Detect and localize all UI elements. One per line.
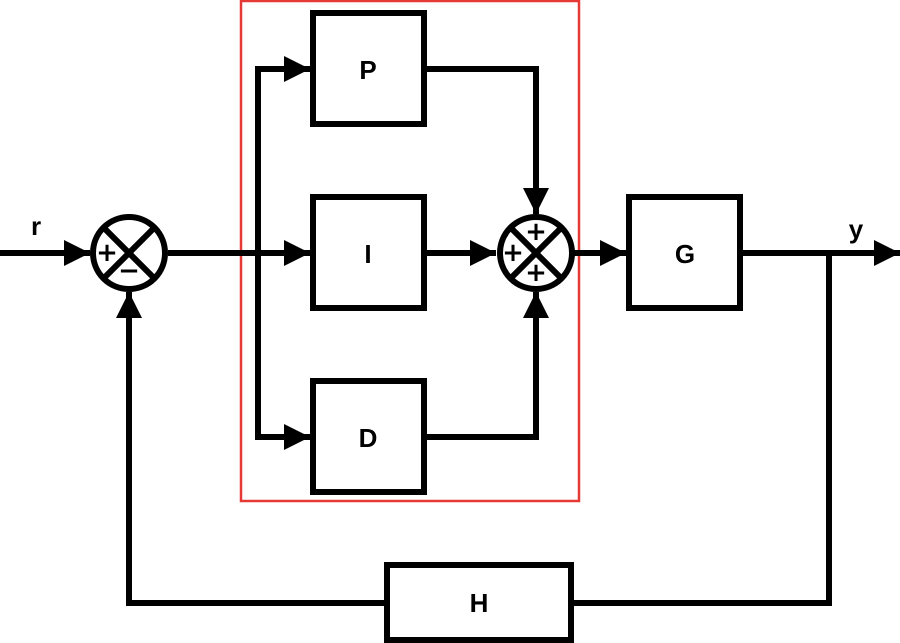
error-sum-plus-sign: + — [96, 238, 118, 268]
pid-sum-bottom-plus-sign: + — [525, 258, 547, 288]
branch-to-d-wire — [255, 253, 310, 450]
proportional-block: P — [310, 10, 427, 127]
signal-wires — [0, 56, 900, 606]
integral-block-label: I — [364, 239, 371, 269]
pid-sum-left-plus-sign: + — [502, 238, 524, 268]
error-sum-minus-sign: − — [118, 256, 140, 286]
branch-to-p-wire — [255, 56, 310, 253]
feedback-block-label: H — [470, 588, 489, 618]
proportional-block-label: P — [359, 55, 376, 85]
derivative-block: D — [310, 378, 427, 495]
pid-sum-top-plus-sign: + — [525, 217, 547, 247]
input-signal-label: r — [31, 211, 41, 241]
plant-block: G — [626, 194, 743, 311]
output-signal-label: y — [849, 214, 864, 244]
integral-block: I — [310, 194, 427, 311]
plant-block-label: G — [675, 239, 695, 269]
feedback-wire-from-h — [116, 292, 384, 606]
d-output-wire — [427, 292, 549, 440]
p-output-wire — [427, 66, 549, 214]
pid-summing-junction: + + + — [497, 214, 575, 292]
derivative-block-label: D — [359, 423, 378, 453]
feedback-wire-to-h — [574, 253, 832, 606]
feedback-block: H — [384, 562, 574, 643]
error-summing-junction: + − — [90, 214, 168, 292]
